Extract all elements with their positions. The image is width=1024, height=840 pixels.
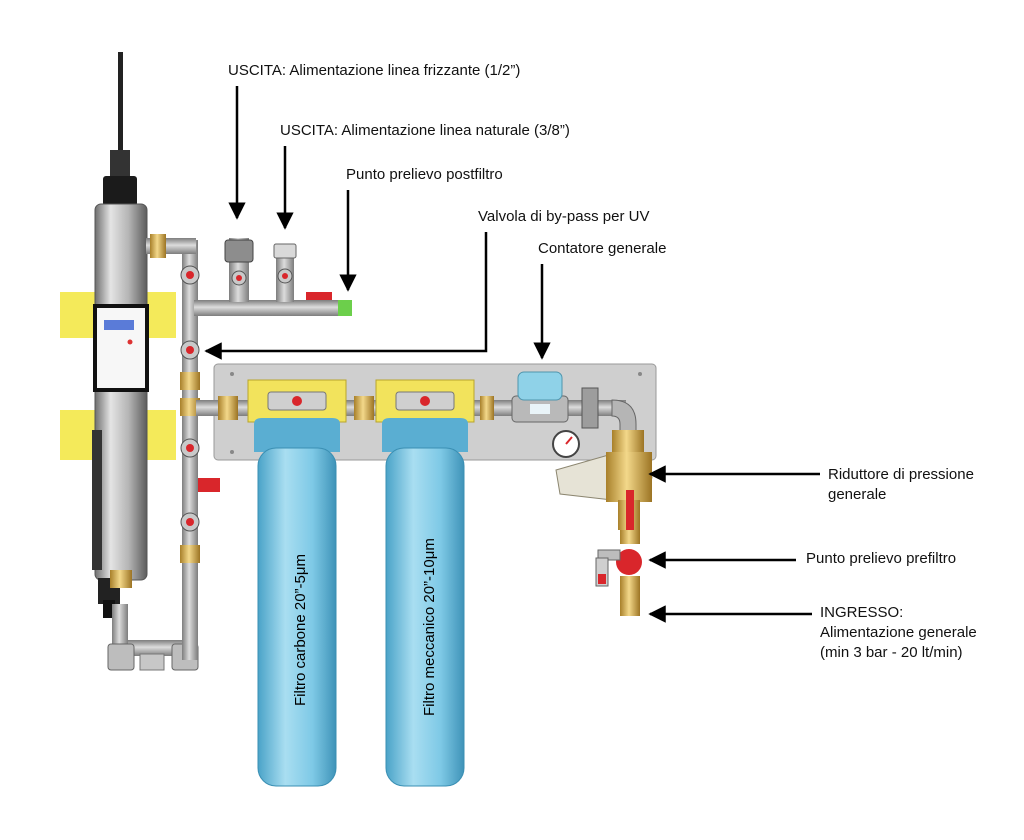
postfiltro-valve-lever — [306, 292, 332, 300]
outlet-manifold-pipe — [194, 300, 344, 316]
label-riduttore-1: Riduttore di pressione — [828, 466, 974, 483]
carbon-filter-label: Filtro carbone 20”-5μm — [292, 554, 309, 706]
brass-fitting — [620, 530, 640, 544]
uv-display — [104, 320, 134, 330]
gauge-needle — [565, 436, 573, 445]
meter-dial — [517, 371, 563, 401]
uv-cable — [118, 52, 123, 172]
label-punto-prefiltro: Punto prelievo prefiltro — [806, 550, 957, 567]
uv-power-cord — [92, 430, 102, 570]
carbon-filter: Filtro carbone 20”-5μm — [247, 379, 347, 787]
mechanical-filter-housing — [385, 447, 465, 787]
frizzante-valve — [224, 239, 254, 263]
frizzante-valve-handle-icon — [236, 275, 242, 281]
carbon-filter-housing — [257, 447, 337, 787]
union-fitting — [107, 643, 135, 671]
label-ingresso-2: Alimentazione generale — [820, 624, 977, 641]
uv-sterilizer — [60, 52, 199, 671]
brass-fitting — [180, 545, 200, 563]
prefiltro-branch — [597, 549, 621, 561]
meter-window — [530, 404, 550, 414]
water-meter — [511, 371, 569, 423]
mechanical-vent-icon — [420, 396, 430, 406]
uv-bracket — [60, 410, 98, 460]
inlet-valve-lever — [626, 490, 634, 532]
uv-outlet-pipe — [112, 604, 128, 654]
riser-pipe-assembly — [110, 234, 220, 660]
mechanical-filter-label: Filtro meccanico 20”-10μm — [421, 538, 438, 716]
label-riduttore-2: generale — [828, 486, 887, 503]
valve-lever-red — [198, 478, 220, 492]
carbon-housing-collar — [254, 418, 340, 452]
brass-fitting — [180, 398, 200, 416]
reducer-top — [612, 430, 644, 452]
label-ingresso-1: INGRESSO: — [820, 604, 904, 621]
carbon-vent-icon — [292, 396, 302, 406]
uv-bracket — [146, 292, 176, 338]
naturale-valve-handle-icon — [282, 273, 288, 279]
label-valvola-bypass: Valvola di by-pass per UV — [478, 208, 650, 225]
inlet-connector — [620, 576, 640, 616]
label-punto-postfiltro: Punto prelievo postfiltro — [346, 166, 503, 183]
label-uscita-frizzante: USCITA: Alimentazione linea frizzante (1… — [228, 62, 521, 79]
valve-handle-icon — [186, 271, 194, 279]
uv-bracket — [60, 292, 98, 338]
prefiltro-valve-icon — [598, 574, 606, 584]
brass-nut — [150, 234, 166, 258]
screw-icon — [230, 372, 234, 376]
label-ingresso-3: (min 3 bar - 20 lt/min) — [820, 644, 963, 661]
screw-icon — [638, 372, 642, 376]
mechanical-filter: Filtro meccanico 20”-10μm — [375, 379, 475, 787]
label-uscita-naturale: USCITA: Alimentazione linea naturale (3/… — [280, 122, 570, 139]
pipe-nipple — [139, 653, 165, 671]
bypass-valve-handle-icon — [186, 346, 194, 354]
annotation-arrows — [204, 86, 820, 623]
uv-controller — [93, 304, 149, 392]
meter-union — [581, 387, 599, 429]
panel-screws — [230, 372, 642, 454]
postfiltro-green-cap — [338, 300, 352, 316]
brass-fitting — [110, 570, 132, 588]
arrow-bypass — [204, 232, 488, 360]
naturale-fitting — [273, 243, 297, 259]
brass-union — [480, 396, 494, 420]
label-contatore: Contatore generale — [538, 240, 667, 257]
brass-fitting — [180, 372, 200, 390]
outlet-manifold — [194, 238, 352, 316]
valve-handle-icon — [186, 518, 194, 526]
mechanical-housing-collar — [382, 418, 468, 452]
uv-cable-gland — [110, 150, 130, 178]
valve-handle-icon — [186, 444, 194, 452]
screw-icon — [230, 450, 234, 454]
pressure-reducer — [552, 430, 653, 616]
brass-union — [354, 396, 374, 420]
inlet-valve-body — [616, 549, 642, 575]
uv-led-icon — [127, 339, 133, 345]
brass-union — [218, 396, 238, 420]
uv-bracket — [146, 410, 176, 460]
uv-end-cap — [103, 176, 137, 206]
